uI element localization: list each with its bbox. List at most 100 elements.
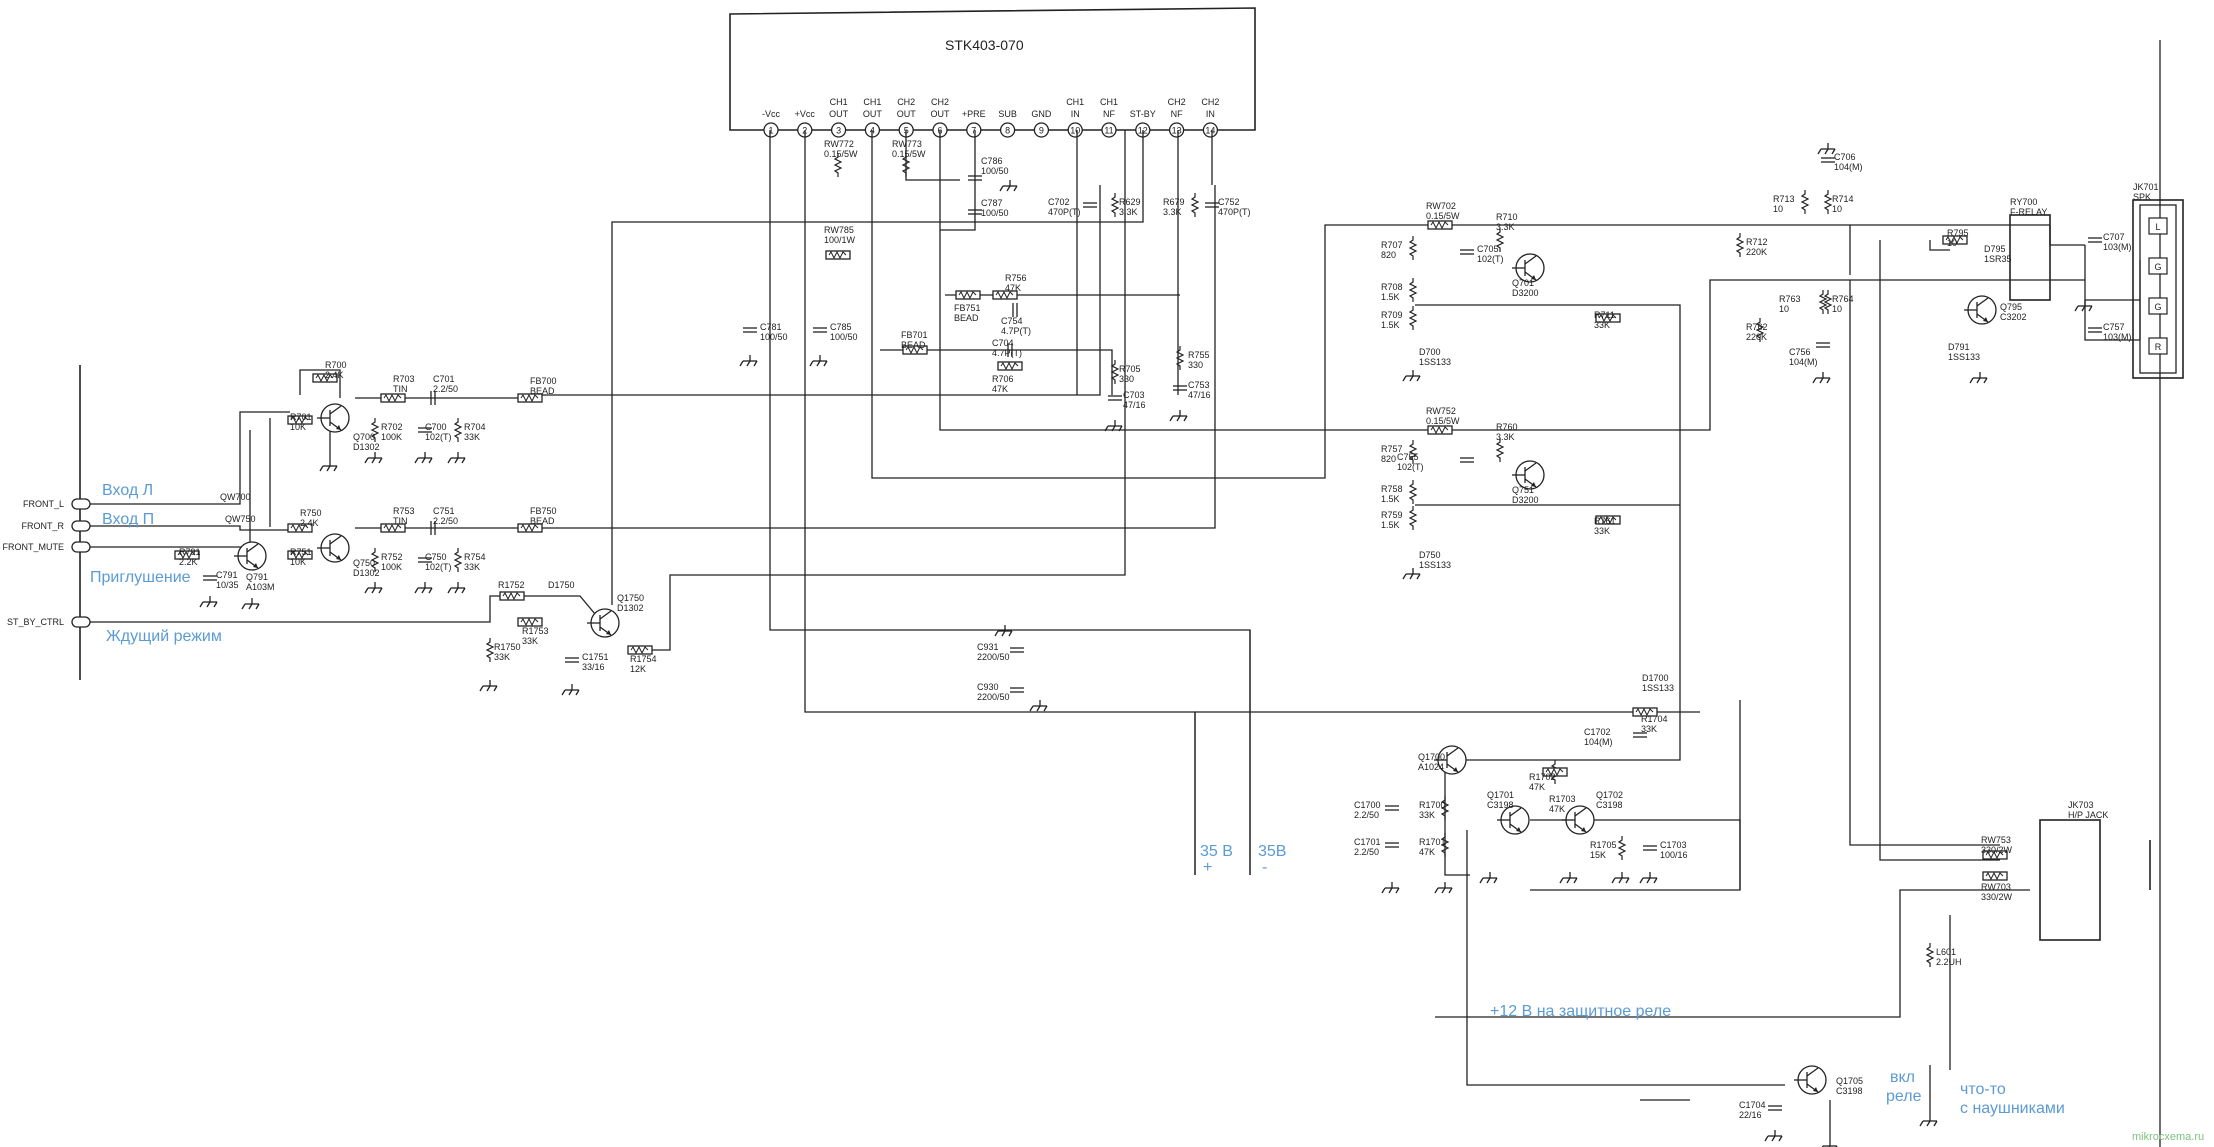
component-value: A1024 xyxy=(1418,762,1444,772)
component-ref: R702 xyxy=(381,422,403,432)
component-ref: R791 xyxy=(179,547,201,557)
note-35v-plus: 35 В xyxy=(1200,843,1233,860)
component-ref: C1700 xyxy=(1354,800,1381,810)
component-value: F-RELAY xyxy=(2010,207,2047,217)
symbol-fb751 xyxy=(955,290,981,300)
speaker-terminal-label: R xyxy=(2155,342,2162,352)
component-ref: JK701 xyxy=(2133,182,2159,192)
symbol-c754 xyxy=(1012,302,1018,318)
component-value: C3202 xyxy=(2000,312,2027,322)
component-ref: C706 xyxy=(1834,152,1856,162)
symbol-r764 xyxy=(1824,289,1832,315)
symbol-r1754 xyxy=(627,645,653,655)
ic-pin: 1-Vcc xyxy=(762,109,781,138)
hp-jack xyxy=(2039,819,2151,941)
speaker-terminal: R xyxy=(2148,337,2168,355)
component-value: 330 xyxy=(1119,374,1134,384)
component-value: 1.5K xyxy=(1381,292,1400,302)
component-ref: R750 xyxy=(300,508,322,518)
component-ref: R753 xyxy=(393,506,415,516)
ground-symbol xyxy=(809,354,828,367)
component-ref: C755 xyxy=(1397,452,1419,462)
symbol-rw703 xyxy=(1982,871,2008,881)
component-value: 100/50 xyxy=(981,166,1009,176)
component-ref: D750 xyxy=(1419,550,1441,560)
component-value: 0.15/5W xyxy=(1426,416,1460,426)
component-value: 1SS133 xyxy=(1419,357,1451,367)
speaker-terminal-label: G xyxy=(2154,262,2161,272)
ground-symbol xyxy=(319,459,338,472)
note-relay-12v: +12 В на защитное реле xyxy=(1490,1003,1671,1020)
ic-pin-name: CH2 xyxy=(1201,97,1219,107)
component-value: 104(M) xyxy=(1789,357,1818,367)
component-value: 330/2W xyxy=(1981,845,2013,855)
symbol-r1705 xyxy=(1618,835,1626,861)
component-ref: FB700 xyxy=(530,376,557,386)
component-ref: R1753 xyxy=(522,626,549,636)
component-value: C3198 xyxy=(1836,1086,1863,1096)
ic-pin-name: ST-BY xyxy=(1130,109,1156,119)
note-hp-1: что-то xyxy=(1960,1081,2006,1098)
ic-pin-name: NF xyxy=(1103,109,1115,119)
ground-symbol xyxy=(1817,142,1836,155)
component-ref: RW753 xyxy=(1981,835,2011,845)
component-ref: FB701 xyxy=(901,330,928,340)
symbol-c1700 xyxy=(1384,805,1400,811)
ground-symbol xyxy=(561,683,580,696)
component-value: D3200 xyxy=(1512,288,1539,298)
ground-symbol xyxy=(1611,871,1630,884)
component-ref: R758 xyxy=(1381,484,1403,494)
component-value: BEAD xyxy=(954,313,979,323)
component-value: 1SS133 xyxy=(1948,352,1980,362)
component-value: 2.4K xyxy=(325,370,344,380)
component-ref: D795 xyxy=(1984,244,2006,254)
symbol-c1704 xyxy=(1767,1105,1783,1111)
component-value: 2.2K xyxy=(179,557,198,567)
note-hp-2: с наушниками xyxy=(1960,1100,2065,1117)
component-value: 33K xyxy=(464,432,480,442)
ic-pin-number: 9 xyxy=(1039,126,1044,136)
component-value: 47/16 xyxy=(1123,400,1146,410)
component-value: 103(M) xyxy=(2103,242,2132,252)
component-value: 0.15/5W xyxy=(1426,211,1460,221)
ground-symbol xyxy=(414,581,433,594)
component-ref: RY700 xyxy=(2010,197,2037,207)
component-value: 1SS133 xyxy=(1419,560,1451,570)
component-value: D3200 xyxy=(1512,495,1539,505)
component-label: QW700 xyxy=(220,492,251,502)
symbol-r713 xyxy=(1801,189,1809,215)
component-ref: R762 xyxy=(1746,322,1768,332)
symbol-q1705 xyxy=(1793,1065,1827,1095)
component-label: QW750 xyxy=(225,514,256,524)
component-ref: R679 xyxy=(1163,197,1185,207)
note-input-r: Вход П xyxy=(102,511,154,528)
component-ref: Q1701 xyxy=(1487,790,1514,800)
symbol-c930 xyxy=(1009,687,1025,693)
component-value: 47K xyxy=(1005,283,1021,293)
component-value: 100/1W xyxy=(824,235,856,245)
component-value: 820 xyxy=(1381,454,1396,464)
component-ref: C930 xyxy=(977,682,999,692)
component-value: 102(T) xyxy=(1397,462,1424,472)
component-ref: C701 xyxy=(433,374,455,384)
component-value: 47K xyxy=(992,384,1008,394)
symbol-q700 xyxy=(316,403,350,433)
